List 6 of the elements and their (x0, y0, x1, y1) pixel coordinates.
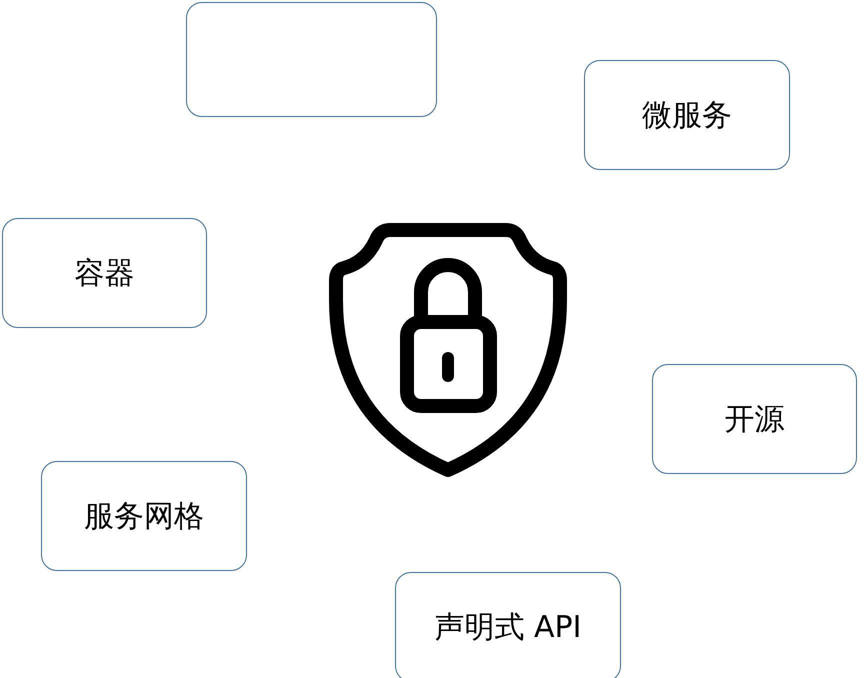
topic-box: 开源 (652, 364, 857, 474)
topic-box: 容器 (2, 218, 207, 328)
topic-box: 服务网格 (41, 461, 247, 571)
topic-box: 微服务 (584, 60, 790, 170)
topic-box: 声明式 API (395, 572, 621, 678)
rounded-box (186, 2, 437, 117)
